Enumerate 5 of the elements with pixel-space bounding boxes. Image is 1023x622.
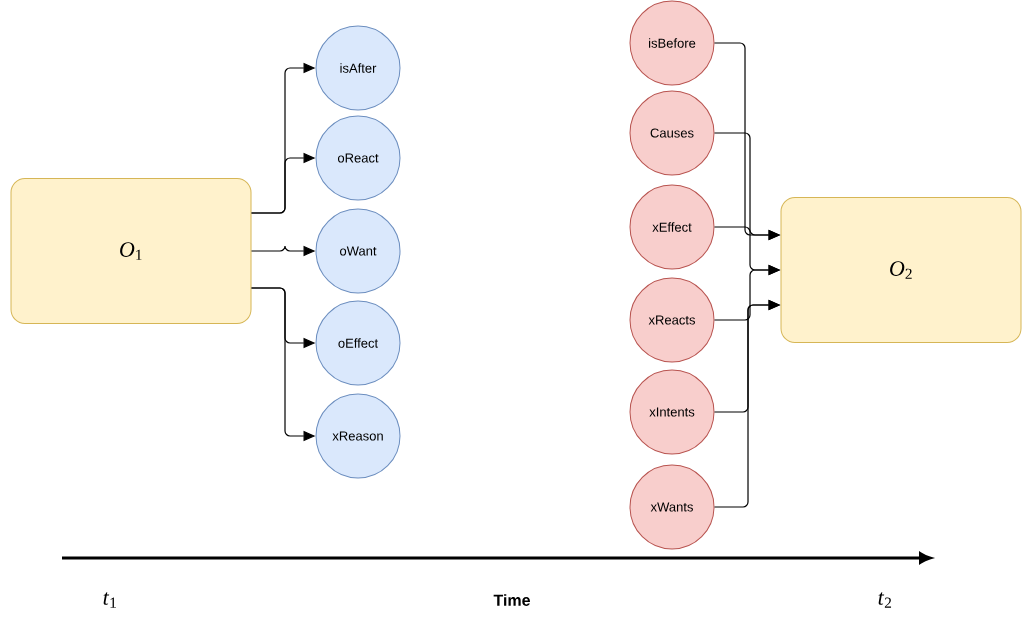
process-box: O$_{2}$ xyxy=(780,197,1022,343)
formula-label: t$_{1}$ xyxy=(103,592,116,608)
formula-label: t$_{2}$ xyxy=(878,592,892,608)
process-box: O$_{1}$ xyxy=(10,178,252,324)
axis-label: Time xyxy=(493,594,530,606)
